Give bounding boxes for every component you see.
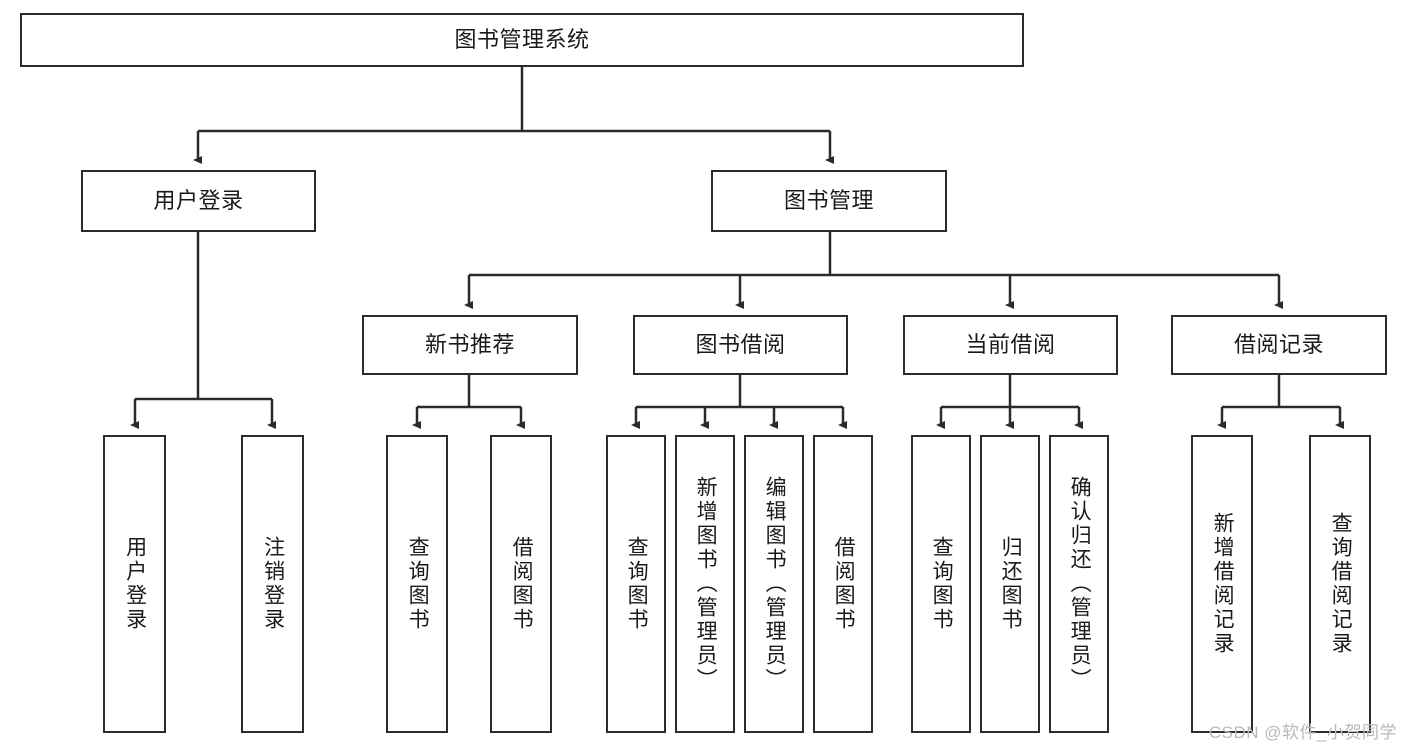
node-label: 查询图书 <box>625 536 649 632</box>
node-label: 图书管理 <box>783 188 874 214</box>
node-label: 确认归还（管理员） <box>1068 476 1092 692</box>
node-current-borrow[interactable]: 当前借阅 <box>903 315 1118 375</box>
node-label: 用户登录 <box>123 536 147 632</box>
node-label: 借阅图书 <box>832 536 856 632</box>
node-label: 新增图书（管理员） <box>694 476 718 692</box>
node-label: 注销登录 <box>261 536 285 632</box>
leaf-borrow-book-recommend[interactable]: 借阅图书 <box>490 435 552 733</box>
node-label: 归还图书 <box>999 536 1023 632</box>
leaf-user-login[interactable]: 用户登录 <box>103 435 166 733</box>
leaf-query-borrow-record[interactable]: 查询借阅记录 <box>1309 435 1371 733</box>
leaf-add-borrow-record[interactable]: 新增借阅记录 <box>1191 435 1253 733</box>
node-label: 查询图书 <box>406 536 430 632</box>
node-label: 借阅记录 <box>1233 332 1324 358</box>
node-label: 编辑图书（管理员） <box>763 476 787 692</box>
node-book-borrow[interactable]: 图书借阅 <box>633 315 848 375</box>
leaf-add-book-admin[interactable]: 新增图书（管理员） <box>675 435 735 733</box>
leaf-query-book-current[interactable]: 查询图书 <box>911 435 971 733</box>
node-label: 新书推荐 <box>424 332 515 358</box>
node-borrow-records[interactable]: 借阅记录 <box>1171 315 1387 375</box>
leaf-logout-login[interactable]: 注销登录 <box>241 435 304 733</box>
node-new-book-recommend[interactable]: 新书推荐 <box>362 315 578 375</box>
node-label: 图书管理系统 <box>454 27 590 53</box>
leaf-edit-book-admin[interactable]: 编辑图书（管理员） <box>744 435 804 733</box>
leaf-query-book-borrow[interactable]: 查询图书 <box>606 435 666 733</box>
node-label: 查询借阅记录 <box>1329 512 1353 656</box>
leaf-return-book[interactable]: 归还图书 <box>980 435 1040 733</box>
csdn-watermark: CSDN @软件_小贺同学 <box>1208 723 1397 742</box>
node-book-management[interactable]: 图书管理 <box>711 170 947 232</box>
leaf-confirm-return-admin[interactable]: 确认归还（管理员） <box>1049 435 1109 733</box>
leaf-borrow-book[interactable]: 借阅图书 <box>813 435 873 733</box>
node-label: 查询图书 <box>930 536 954 632</box>
node-label: 当前借阅 <box>965 332 1056 358</box>
leaf-query-book-recommend[interactable]: 查询图书 <box>386 435 448 733</box>
node-label: 借阅图书 <box>510 536 534 632</box>
node-label: 图书借阅 <box>695 332 786 358</box>
node-user-login[interactable]: 用户登录 <box>81 170 316 232</box>
node-root-system[interactable]: 图书管理系统 <box>20 13 1024 67</box>
node-label: 新增借阅记录 <box>1211 512 1235 656</box>
node-label: 用户登录 <box>153 188 244 214</box>
